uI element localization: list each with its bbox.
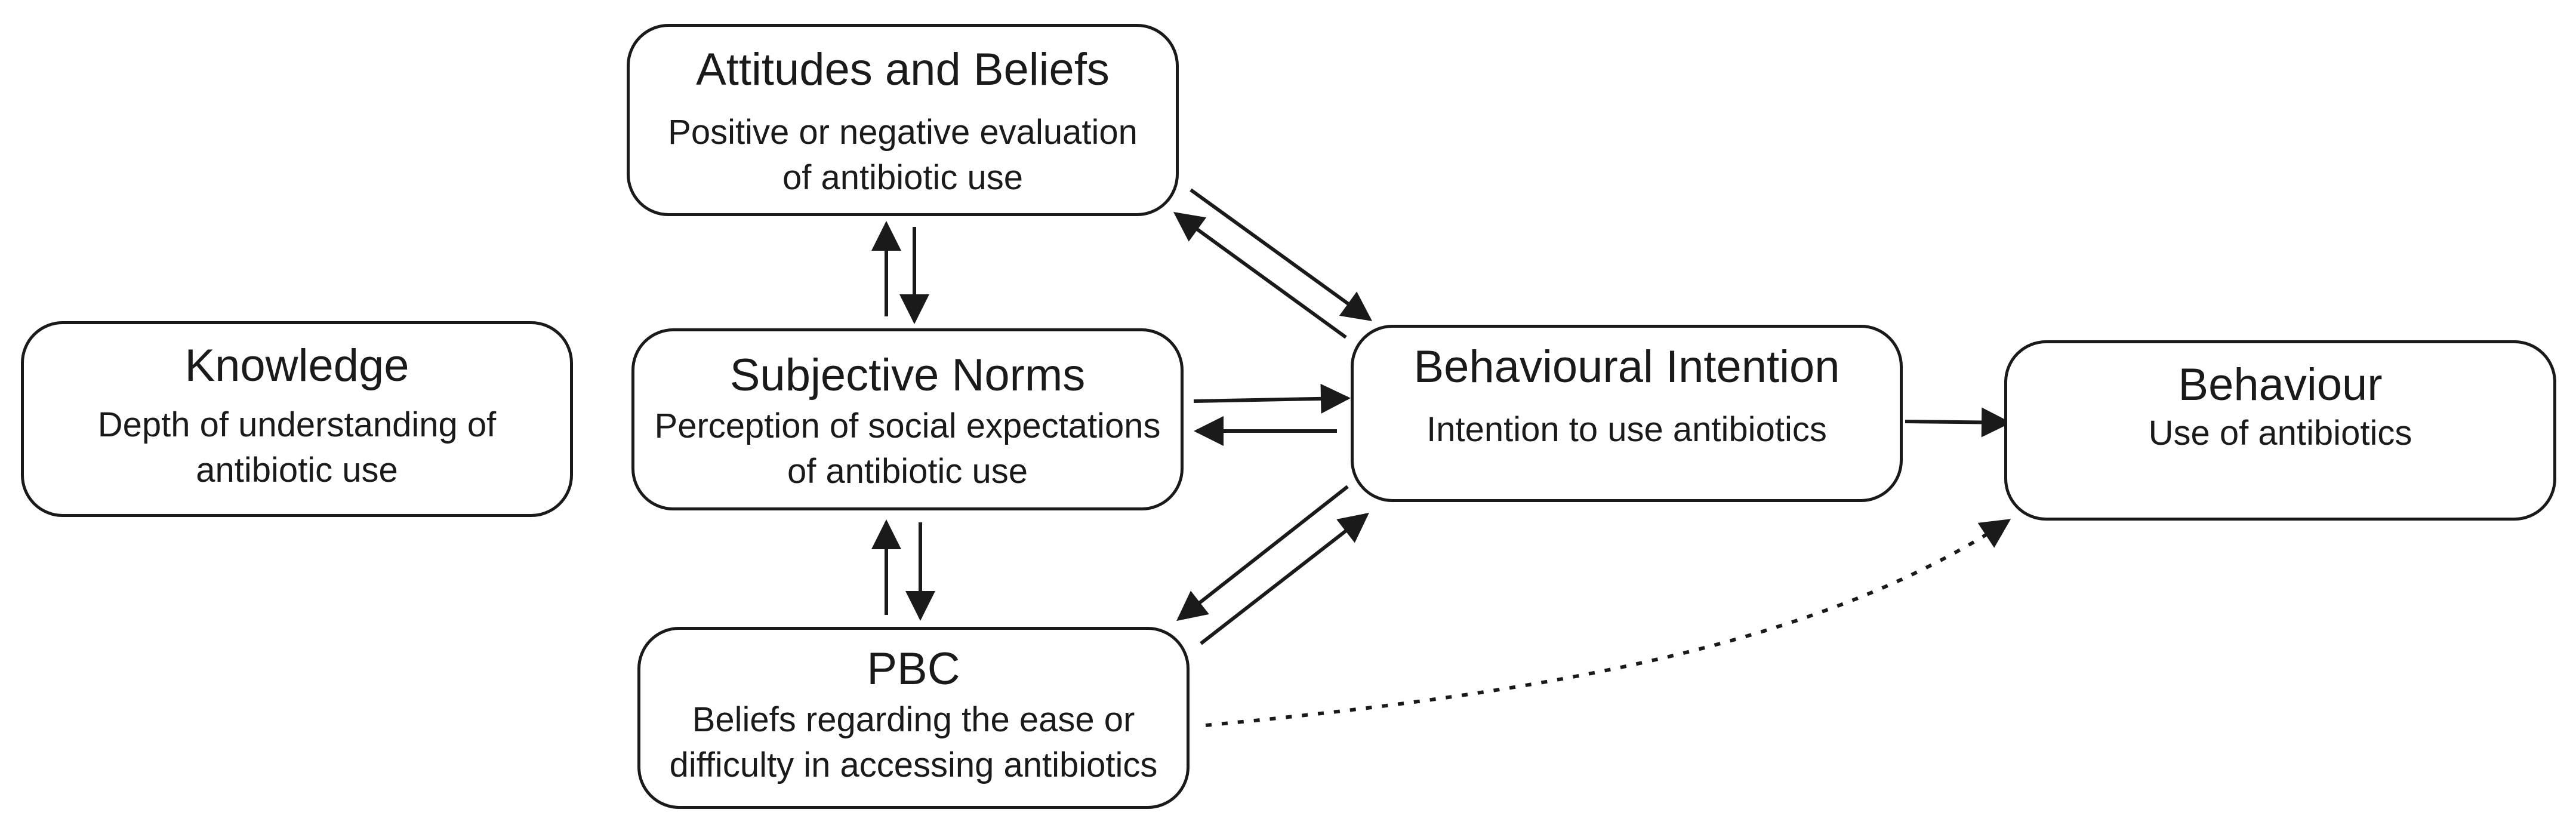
- node-norms-desc: Perception of social expectations of ant…: [654, 407, 1161, 491]
- node-attitudes-desc: Positive or negative evaluation of antib…: [668, 113, 1138, 197]
- arrow-attitudes-to-intention: [1190, 188, 1373, 321]
- arrow-intention-to-pbc: [1176, 485, 1349, 621]
- node-behaviour-title: Behaviour: [2178, 359, 2383, 410]
- node-pbc-desc: Beliefs regarding the ease or difficulty…: [669, 700, 1158, 784]
- arrow-norms-to-intention: [1193, 383, 1351, 414]
- node-knowledge: Knowledge Depth of understanding of anti…: [21, 321, 573, 517]
- node-subjective-norms: Subjective Norms Perception of social ex…: [631, 328, 1184, 510]
- arrow-intention-to-behaviour: [1905, 407, 2011, 438]
- node-attitudes-title: Attitudes and Beliefs: [696, 44, 1110, 95]
- node-pbc: PBC Beliefs regarding the ease or diffic…: [637, 627, 1190, 809]
- node-norms-title: Subjective Norms: [729, 350, 1086, 401]
- arrow-pbc-to-behaviour-dotted: [1205, 519, 2011, 727]
- node-intention-title: Behavioural Intention: [1413, 341, 1840, 392]
- node-behaviour-desc: Use of antibiotics: [2148, 414, 2412, 453]
- node-knowledge-title: Knowledge: [184, 340, 409, 391]
- node-behaviour: Behaviour Use of antibiotics: [2004, 340, 2556, 521]
- node-pbc-title: PBC: [867, 644, 960, 694]
- node-intention-desc: Intention to use antibiotics: [1426, 410, 1827, 450]
- node-attitudes-beliefs: Attitudes and Beliefs Positive or negati…: [627, 24, 1179, 216]
- arrow-intention-to-attitudes: [1173, 212, 1347, 339]
- arrow-pbc-to-intention: [1200, 512, 1369, 645]
- node-knowledge-desc: Depth of understanding of antibiotic use: [97, 405, 497, 490]
- node-behavioural-intention: Behavioural Intention Intention to use a…: [1351, 325, 1903, 502]
